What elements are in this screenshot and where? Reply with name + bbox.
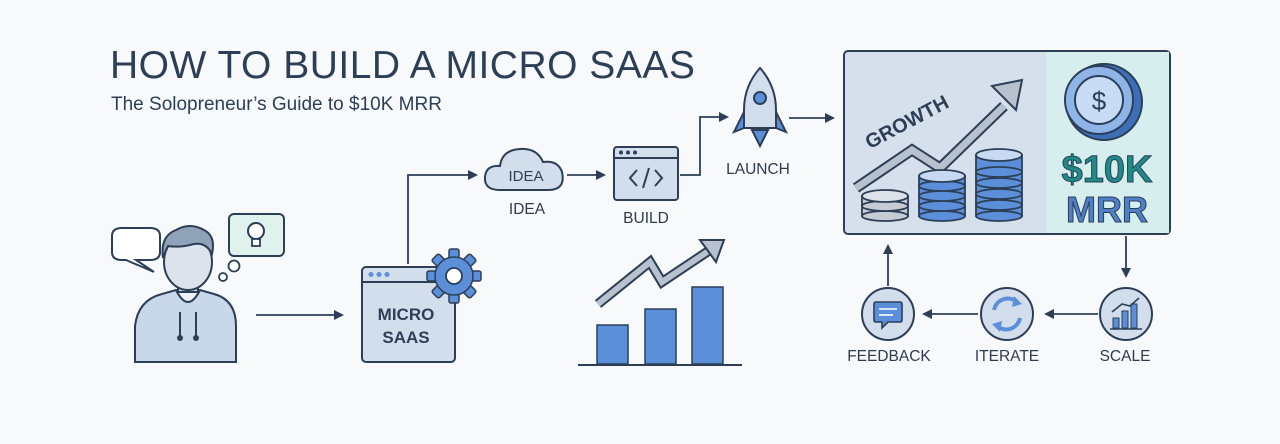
idea-label: IDEA [508, 201, 546, 218]
build-label: BUILD [623, 210, 669, 227]
launch-label: LAUNCH [726, 161, 790, 178]
micro-saas-label-line2: SAAS [382, 328, 429, 347]
arrow-to-idea [407, 170, 478, 264]
scale-label: SCALE [1099, 348, 1151, 365]
gear-icon [426, 248, 482, 304]
idea-cloud-text: IDEA [508, 168, 543, 185]
chat-icon [861, 287, 915, 341]
iterate-label: ITERATE [974, 348, 1040, 365]
page-subtitle: The Solopreneur’s Guide to $10K MRR [111, 94, 442, 115]
svg-text:$: $ [1092, 86, 1107, 116]
cloud-icon: IDEA [483, 147, 564, 191]
coin-stack-icon [861, 148, 1023, 222]
person-icon [134, 225, 237, 363]
mrr-label: MRR [1066, 189, 1148, 230]
arrow-to-launch [680, 112, 729, 176]
feedback-label: FEEDBACK [847, 348, 931, 365]
thought-bubble-dots [218, 259, 241, 282]
rocket-icon [731, 66, 789, 149]
speech-bubble-icon [111, 227, 161, 273]
refresh-icon [980, 287, 1034, 341]
mrr-amount: $10K [1062, 149, 1153, 191]
growth-chart-icon [578, 239, 742, 366]
lightbulb-icon [228, 213, 285, 257]
page-title: HOW TO BUILD A MICRO SAAS [110, 44, 696, 87]
bar-chart-icon [1099, 287, 1153, 341]
micro-saas-label-line1: MICRO [378, 305, 435, 324]
code-window-icon [613, 146, 679, 201]
dollar-coin-icon: $ [1064, 63, 1143, 141]
